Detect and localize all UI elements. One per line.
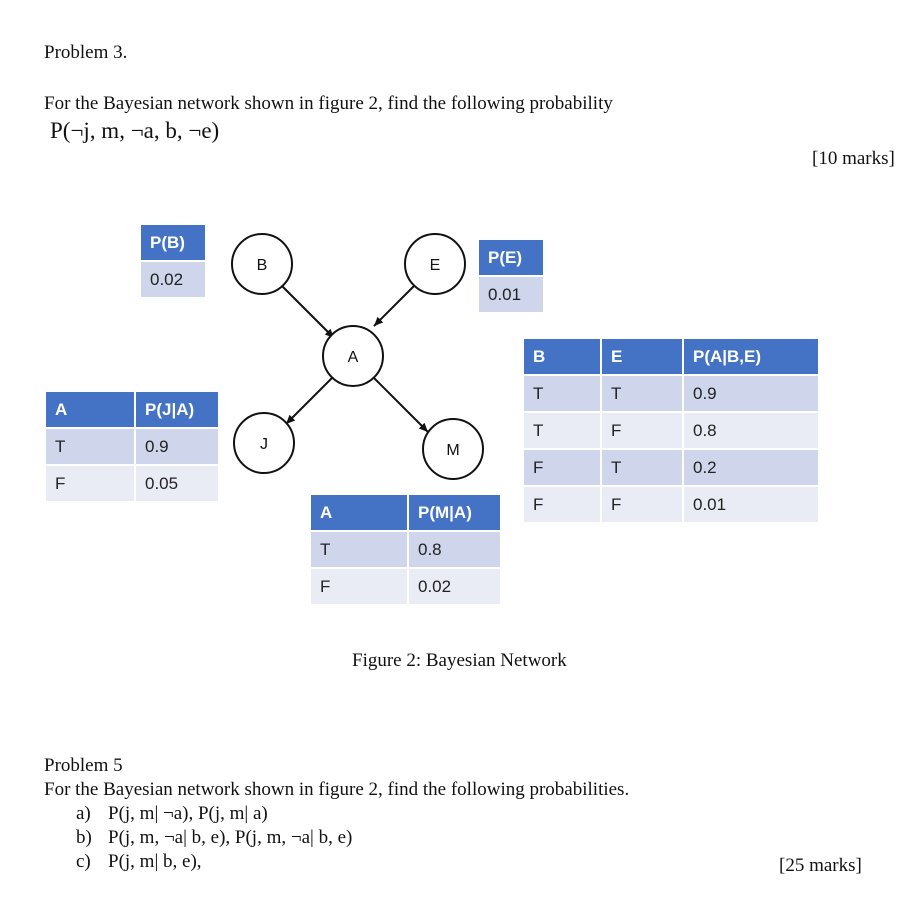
- problem-5-title: Problem 5: [44, 755, 123, 776]
- table-pa-header-e: E: [600, 337, 684, 376]
- table-pe-value: 0.01: [477, 275, 545, 314]
- table-pm-header-a: A: [309, 493, 409, 532]
- table-row: F T 0.2: [522, 448, 820, 487]
- node-j: J: [233, 412, 295, 474]
- edge-e-to-a: [373, 285, 415, 327]
- table-cell: F: [522, 485, 602, 524]
- table-pm-given-a: A P(M|A) T 0.8 F 0.02: [309, 493, 502, 606]
- node-b: B: [231, 233, 293, 295]
- table-cell: F: [600, 485, 684, 524]
- table-pa-header-p: P(A|B,E): [682, 337, 820, 376]
- table-pa-header-b: B: [522, 337, 602, 376]
- table-cell: 0.02: [407, 567, 502, 606]
- list-item-label: c): [76, 851, 91, 872]
- list-item-text: P(j, m| ¬a), P(j, m| a): [108, 803, 268, 824]
- table-cell: 0.8: [407, 530, 502, 569]
- problem-3-title: Problem 3.: [44, 42, 128, 63]
- table-cell: T: [600, 374, 684, 413]
- table-pj-header-p: P(J|A): [134, 390, 220, 429]
- edge-a-to-m: [373, 377, 429, 433]
- table-cell: T: [522, 411, 602, 450]
- table-row: F F 0.01: [522, 485, 820, 524]
- problem-3-text: For the Bayesian network shown in figure…: [44, 93, 613, 114]
- table-cell: F: [522, 448, 602, 487]
- table-pe-header: P(E): [477, 238, 545, 277]
- table-pb-value: 0.02: [139, 260, 207, 299]
- list-item: b) P(j, m, ¬a| b, e), P(j, m, ¬a| b, e): [76, 826, 352, 850]
- table-row: F 0.02: [309, 567, 502, 606]
- list-item: c) P(j, m| b, e),: [76, 850, 352, 874]
- table-row: F 0.05: [44, 464, 220, 503]
- edge-a-to-j: [285, 375, 335, 425]
- node-a: A: [322, 325, 384, 387]
- problem-5-text: For the Bayesian network shown in figure…: [44, 779, 630, 800]
- node-e: E: [404, 233, 466, 295]
- table-cell: T: [44, 427, 136, 466]
- table-cell: F: [44, 464, 136, 503]
- table-row: T T 0.9: [522, 374, 820, 413]
- node-m: M: [422, 418, 484, 480]
- node-b-label: B: [257, 257, 268, 274]
- table-row: T 0.8: [309, 530, 502, 569]
- table-pj-header-a: A: [44, 390, 136, 429]
- table-cell: T: [309, 530, 409, 569]
- node-j-label: J: [260, 436, 268, 453]
- table-cell: 0.05: [134, 464, 220, 503]
- table-cell: T: [600, 448, 684, 487]
- figure-caption: Figure 2: Bayesian Network: [352, 650, 567, 671]
- list-item-label: a): [76, 803, 91, 824]
- node-e-label: E: [430, 257, 441, 274]
- table-cell: 0.9: [134, 427, 220, 466]
- table-pa-given-b-e: B E P(A|B,E) T T 0.9 T F 0.8 F T 0.2 F F…: [522, 337, 820, 524]
- table-row: T 0.9: [44, 427, 220, 466]
- table-cell: F: [309, 567, 409, 606]
- table-pb: P(B) 0.02: [139, 223, 207, 299]
- list-item-label: b): [76, 827, 92, 848]
- problem-5-marks: [25 marks]: [779, 855, 862, 876]
- problem-3-expression: P(¬j, m, ¬a, b, ¬e): [50, 118, 220, 143]
- table-cell: 0.01: [682, 485, 820, 524]
- table-cell: F: [600, 411, 684, 450]
- table-pj-given-a: A P(J|A) T 0.9 F 0.05: [44, 390, 220, 503]
- table-cell: 0.8: [682, 411, 820, 450]
- edge-b-to-a: [280, 284, 335, 339]
- table-cell: T: [522, 374, 602, 413]
- node-m-label: M: [446, 442, 459, 459]
- table-cell: 0.2: [682, 448, 820, 487]
- list-item-text: P(j, m, ¬a| b, e), P(j, m, ¬a| b, e): [108, 827, 353, 848]
- table-pm-header-p: P(M|A): [407, 493, 502, 532]
- problem-5-list: a) P(j, m| ¬a), P(j, m| a) b) P(j, m, ¬a| …: [76, 802, 352, 874]
- list-item-text: P(j, m| b, e),: [108, 851, 202, 872]
- table-row: T F 0.8: [522, 411, 820, 450]
- table-pb-header: P(B): [139, 223, 207, 262]
- problem-3-marks: [10 marks]: [812, 148, 895, 169]
- list-item: a) P(j, m| ¬a), P(j, m| a): [76, 802, 352, 826]
- table-pe: P(E) 0.01: [477, 238, 545, 314]
- table-cell: 0.9: [682, 374, 820, 413]
- node-a-label: A: [348, 349, 359, 366]
